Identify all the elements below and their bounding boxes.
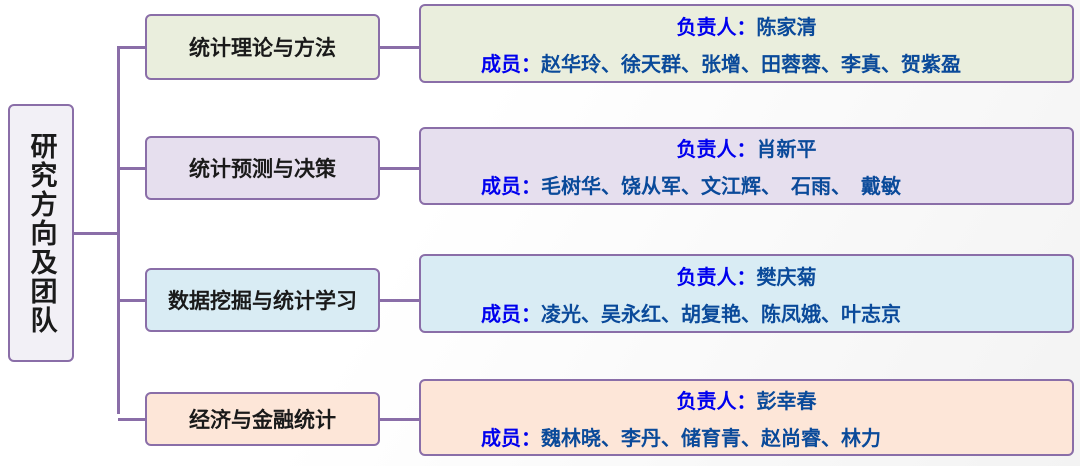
direction-title: 统计预测与决策 xyxy=(189,157,336,181)
connector xyxy=(118,167,145,170)
direction-title: 经济与金融统计 xyxy=(189,408,336,432)
connector xyxy=(117,46,120,414)
root-node: 研究方向及团队 xyxy=(8,104,74,362)
lead-line: 负责人：樊庆菊 xyxy=(421,261,1072,290)
direction-title: 统计理论与方法 xyxy=(189,36,336,60)
lead-label: 负责人： xyxy=(676,137,757,161)
members-line: 成员：毛树华、饶从军、文江辉、 石雨、 戴敏 xyxy=(421,170,1072,199)
members-line: 成员：赵华玲、徐天群、张增、田蓉蓉、李真、贺紫盈 xyxy=(421,48,1072,77)
connector xyxy=(380,167,419,170)
lead-label: 负责人： xyxy=(676,388,757,413)
team-node: 负责人：肖新平 成员：毛树华、饶从军、文江辉、 石雨、 戴敏 xyxy=(419,127,1074,205)
lead-line: 负责人：彭幸春 xyxy=(421,385,1072,414)
connector xyxy=(118,418,145,421)
direction-title: 数据挖掘与统计学习 xyxy=(168,289,357,313)
members-line: 成员：魏林晓、李丹、储育青、赵尚睿、林力 xyxy=(421,422,1072,451)
member-label: 成员： xyxy=(481,51,541,76)
team-node: 负责人：樊庆菊 成员：凌光、吴永红、胡复艳、陈凤娥、叶志京 xyxy=(419,254,1074,333)
direction-node: 统计理论与方法 xyxy=(145,14,380,80)
member-names: 赵华玲、徐天群、张增、田蓉蓉、李真、贺紫盈 xyxy=(541,51,961,76)
member-names: 毛树华、饶从军、文江辉、 石雨、 戴敏 xyxy=(541,174,901,198)
member-label: 成员： xyxy=(481,301,541,326)
members-line: 成员：凌光、吴永红、胡复艳、陈凤娥、叶志京 xyxy=(421,298,1072,327)
direction-node: 数据挖掘与统计学习 xyxy=(145,268,380,332)
direction-node: 经济与金融统计 xyxy=(145,392,380,446)
lead-line: 负责人：肖新平 xyxy=(421,133,1072,162)
connector xyxy=(380,299,419,302)
connector xyxy=(118,46,145,49)
member-names: 凌光、吴永红、胡复艳、陈凤娥、叶志京 xyxy=(541,301,901,326)
team-node: 负责人：彭幸春 成员：魏林晓、李丹、储育青、赵尚睿、林力 xyxy=(419,379,1074,456)
member-label: 成员： xyxy=(481,425,541,450)
direction-node: 统计预测与决策 xyxy=(145,136,380,200)
lead-name: 樊庆菊 xyxy=(756,264,817,289)
lead-line: 负责人：陈家清 xyxy=(421,11,1072,40)
lead-name: 肖新平 xyxy=(756,137,817,161)
connector xyxy=(380,46,419,49)
member-label: 成员： xyxy=(481,174,541,198)
connector xyxy=(74,232,118,235)
root-label: 研究方向及团队 xyxy=(25,131,57,335)
connector xyxy=(118,299,145,302)
member-names: 魏林晓、李丹、储育青、赵尚睿、林力 xyxy=(541,425,881,450)
lead-name: 陈家清 xyxy=(756,14,817,39)
lead-name: 彭幸春 xyxy=(756,388,817,413)
team-node: 负责人：陈家清 成员：赵华玲、徐天群、张增、田蓉蓉、李真、贺紫盈 xyxy=(419,4,1074,83)
lead-label: 负责人： xyxy=(676,264,757,289)
lead-label: 负责人： xyxy=(676,14,757,39)
connector xyxy=(380,418,419,421)
